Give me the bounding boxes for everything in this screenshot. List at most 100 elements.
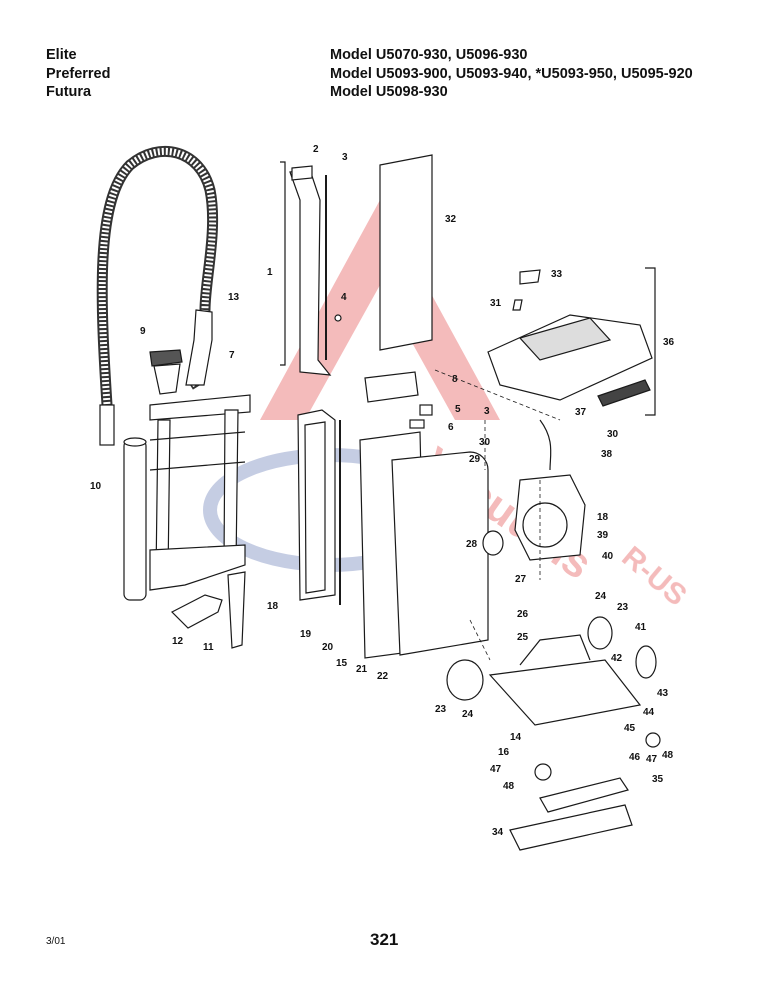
- callout-3: 3: [342, 152, 348, 163]
- callout-43: 43: [657, 688, 669, 699]
- callout-5: 5: [455, 404, 461, 415]
- callout-22: 22: [377, 671, 389, 682]
- rear-housing: [297, 409, 336, 601]
- callout-37: 37: [575, 407, 587, 418]
- handle-grip: [291, 165, 313, 181]
- model-line-1: Model U5070-930, U5096-930: [330, 47, 528, 63]
- callout-labels: 2 3 32 1 4 13 9 7 33 31 36 8 5 3 37 6 30…: [90, 144, 675, 838]
- callout-44: 44: [643, 707, 655, 718]
- rear-wheel-left: [446, 659, 484, 701]
- callout-7: 7: [229, 350, 235, 361]
- brand-line-2: Preferred: [46, 65, 111, 82]
- callout-6: 6: [448, 422, 454, 433]
- switch-bracket: [409, 419, 425, 429]
- callout-33: 33: [551, 269, 563, 280]
- model-line-3: Model U5098-930: [330, 84, 448, 100]
- callout-26: 26: [517, 609, 529, 620]
- callout-47b: 47: [646, 754, 658, 765]
- callout-25: 25: [517, 632, 529, 643]
- screw-part: [334, 314, 342, 322]
- motor-gasket: [482, 530, 504, 556]
- callout-24b: 24: [462, 709, 474, 720]
- hose-handle: [185, 309, 213, 386]
- callout-20: 20: [322, 642, 334, 653]
- hood-spring: [512, 299, 523, 311]
- callout-18a: 18: [597, 512, 609, 523]
- bottom-plate: [509, 804, 633, 851]
- rear-housing-inner: [304, 421, 326, 594]
- headlight-lens: [597, 379, 651, 407]
- revision-date: 3/01: [46, 936, 66, 947]
- callout-46: 46: [629, 752, 641, 763]
- model-line-2: Model U5093-900, U5093-940, *U5093-950, …: [330, 65, 693, 82]
- callout-23a: 23: [617, 602, 629, 613]
- parts-drawing: [96, 145, 661, 851]
- callout-16: 16: [498, 747, 510, 758]
- callout-24a: 24: [595, 591, 607, 602]
- callout-40: 40: [602, 551, 614, 562]
- hood-latch: [519, 269, 541, 285]
- caddy-crossbars: [149, 431, 246, 471]
- callout-11: 11: [203, 642, 214, 653]
- callout-4: 4: [341, 292, 347, 303]
- front-cover: [391, 451, 489, 656]
- callout-41: 41: [635, 622, 647, 633]
- wand-opening: [123, 437, 147, 447]
- callout-30a: 30: [479, 437, 491, 448]
- callout-8: 8: [452, 374, 458, 385]
- callout-48b: 48: [503, 781, 515, 792]
- callout-29: 29: [469, 454, 481, 465]
- motor-fan: [522, 502, 568, 548]
- callout-32: 32: [445, 214, 457, 225]
- page-number: 321: [370, 930, 399, 949]
- nozzle-base: [488, 659, 642, 726]
- callout-13: 13: [228, 292, 240, 303]
- hose-ribs: [98, 147, 217, 421]
- callout-14: 14: [510, 732, 522, 743]
- brand-line-3: Futura: [46, 84, 92, 100]
- callout-3b: 3: [484, 406, 490, 417]
- agitator-end-right: [645, 732, 661, 748]
- caddy-base: [149, 544, 246, 591]
- agitator: [539, 777, 629, 813]
- callout-18b: 18: [267, 601, 279, 612]
- extension-wand: [123, 439, 147, 601]
- rear-wheel-right: [587, 616, 613, 650]
- callout-28: 28: [466, 539, 478, 550]
- callout-47a: 47: [490, 764, 502, 775]
- callout-2: 2: [313, 144, 319, 155]
- callout-21: 21: [356, 664, 368, 675]
- callout-31: 31: [490, 298, 502, 309]
- header-models: Model U5070-930, U5096-930 Model U5093-9…: [330, 46, 693, 102]
- agitator-end-left: [534, 763, 552, 781]
- bracket-1: [280, 161, 286, 366]
- leader-lines: [434, 369, 561, 661]
- callout-38: 38: [601, 449, 613, 460]
- drive-belt: [635, 645, 657, 679]
- callout-34: 34: [492, 827, 504, 838]
- callout-36: 36: [663, 337, 675, 348]
- base-pivot: [519, 634, 591, 666]
- dusting-brush-body: [153, 363, 181, 395]
- callout-23b: 23: [435, 704, 447, 715]
- callout-19: 19: [300, 629, 312, 640]
- callout-9: 9: [140, 326, 146, 337]
- brand-line-1: Elite: [46, 47, 77, 63]
- crevice-tool: [227, 571, 246, 649]
- callout-12: 12: [172, 636, 184, 647]
- callout-30b: 30: [607, 429, 619, 440]
- callout-45: 45: [624, 723, 636, 734]
- callout-1: 1: [267, 267, 273, 278]
- callout-15: 15: [336, 658, 348, 669]
- callout-48a: 48: [662, 750, 674, 761]
- filter-housing: [364, 371, 419, 403]
- switch-part: [419, 404, 433, 416]
- header-brands: Elite Preferred Futura: [46, 46, 110, 102]
- dusting-brush-bristles: [149, 349, 183, 367]
- callout-27: 27: [515, 574, 527, 585]
- callout-10: 10: [90, 481, 102, 492]
- callout-39: 39: [597, 530, 609, 541]
- power-cord-motor: [539, 419, 552, 471]
- bracket-36: [645, 267, 656, 416]
